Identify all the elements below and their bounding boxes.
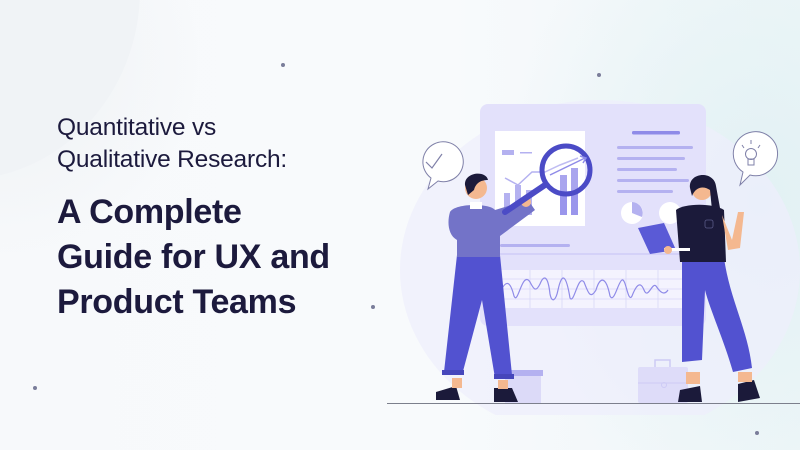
- decorative-dot: [281, 63, 285, 67]
- lightbulb-speech-bubble-icon: [732, 131, 779, 187]
- headline-line: Guide for UX and: [57, 238, 330, 276]
- man-with-magnifier: [436, 173, 548, 402]
- decorative-dot: [755, 431, 759, 435]
- pie-chart-icon: [621, 202, 681, 224]
- hero-title-block: Quantitative vs Qualitative Research: A …: [57, 112, 330, 325]
- headline-line: Product Teams: [57, 283, 297, 321]
- decorative-dot: [597, 73, 601, 77]
- briefcase-icon: [638, 359, 688, 403]
- hero-headline: A Complete Guide for UX and Product Team…: [57, 190, 330, 325]
- ground-line: [387, 403, 800, 404]
- hero-subtitle: Quantitative vs Qualitative Research:: [57, 112, 330, 176]
- headline-line: A Complete: [57, 193, 242, 231]
- decorative-dot: [33, 386, 37, 390]
- subtitle-line: Qualitative Research:: [57, 146, 288, 173]
- checkmark-speech-bubble-icon: [422, 141, 464, 191]
- woman-with-laptop: [638, 174, 760, 402]
- data-analysis-illustration: [400, 100, 800, 415]
- line-wave-chart-icon: [497, 270, 687, 308]
- decorative-dot: [371, 305, 375, 309]
- laptop-icon: [638, 223, 690, 254]
- subtitle-line: Quantitative vs: [57, 114, 217, 141]
- magnifying-glass-icon: [539, 143, 593, 197]
